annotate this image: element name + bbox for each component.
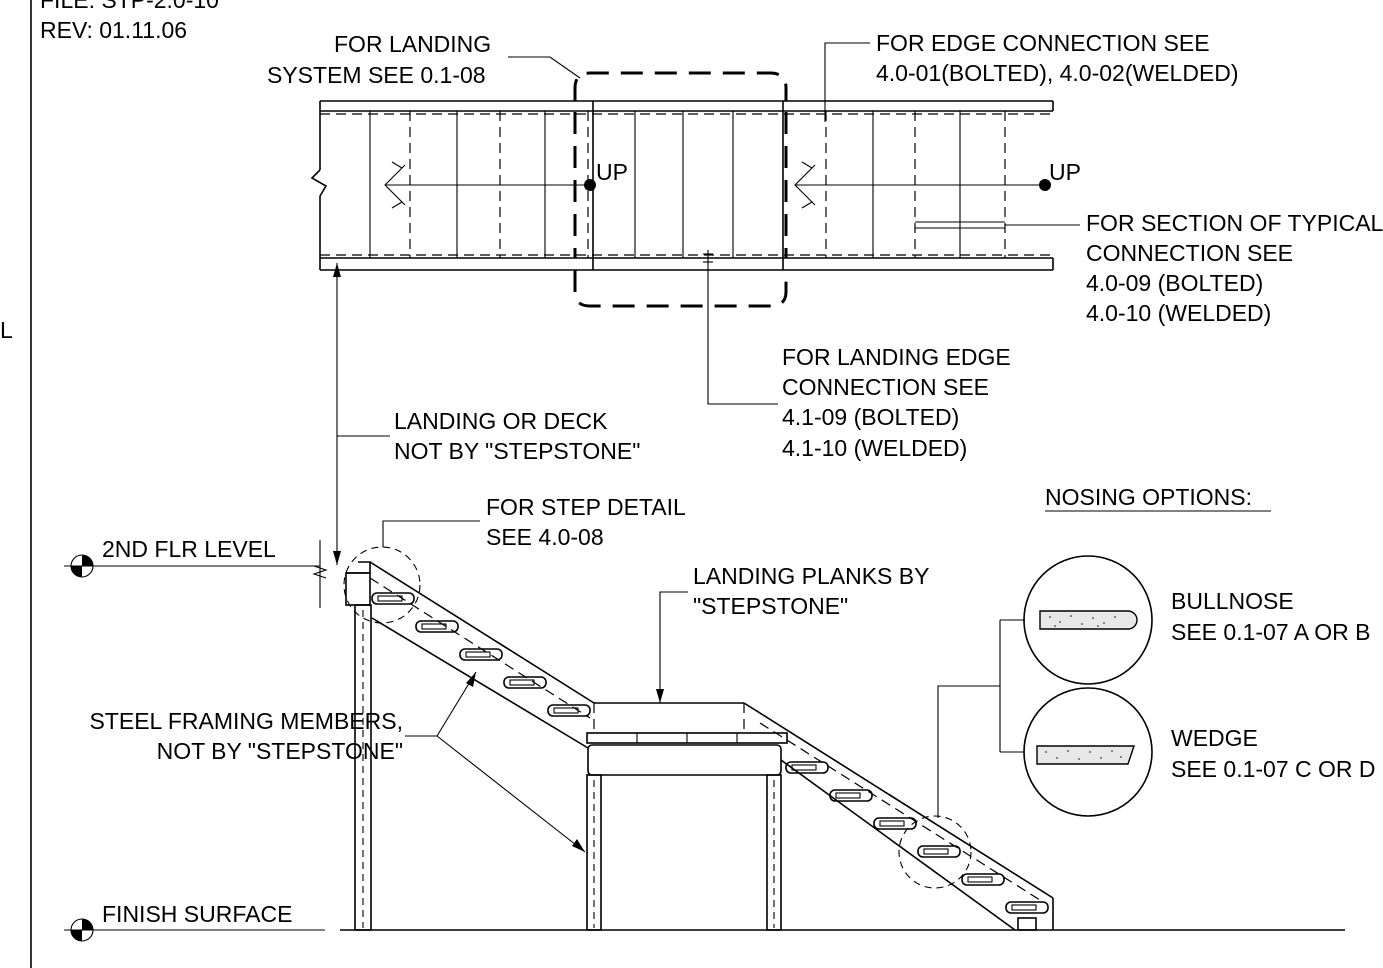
landing-edge-note-4: 4.1-10 (WELDED) xyxy=(782,435,967,461)
wedge-ref: SEE 0.1-07 C OR D xyxy=(1171,756,1376,782)
bullnose-ref: SEE 0.1-07 A OR B xyxy=(1171,619,1370,645)
landing-planks-note-1: LANDING PLANKS BY xyxy=(693,563,929,589)
margin-letter: L xyxy=(0,317,13,343)
bullnose-label: BULLNOSE xyxy=(1171,588,1294,614)
landing-edge-note-2: CONNECTION SEE xyxy=(782,374,989,400)
edge-connection-note-1: FOR EDGE CONNECTION SEE xyxy=(876,30,1210,56)
nosing-options: NOSING OPTIONS: BULLNOSE SEE 0.1-07 A OR… xyxy=(1023,484,1376,817)
step-detail-note-1: FOR STEP DETAIL xyxy=(486,494,686,520)
plan-view: UP UP xyxy=(310,42,1081,405)
bullnose-profile xyxy=(1039,610,1138,630)
landing-system-note-1: FOR LANDING xyxy=(334,31,491,57)
bullnose-detail-circle xyxy=(1023,555,1153,685)
typical-connection-note-3: 4.0-09 (BOLTED) xyxy=(1086,270,1263,296)
landing-deck-note-2: NOT BY "STEPSTONE" xyxy=(394,438,640,464)
landing-planks-note-2: "STEPSTONE" xyxy=(693,593,848,619)
wedge-detail-circle xyxy=(1023,687,1153,817)
landing-deck-note-1: LANDING OR DECK xyxy=(394,408,608,434)
landing-system-note-2: SYSTEM SEE 0.1-08 xyxy=(267,62,486,88)
steel-framing-note-1: STEEL FRAMING MEMBERS, xyxy=(89,708,403,734)
rev-label: REV: 01.11.06 xyxy=(40,17,187,43)
steel-framing-note-2: NOT BY "STEPSTONE" xyxy=(157,738,403,764)
landing-edge-note-1: FOR LANDING EDGE xyxy=(782,344,1011,370)
edge-connection-note-2: 4.0-01(BOLTED), 4.0-02(WELDED) xyxy=(876,60,1239,86)
file-label: FILE: STP-2.0-10 xyxy=(40,0,219,13)
second-floor-level-label: 2ND FLR LEVEL xyxy=(102,536,276,562)
up-label-left: UP xyxy=(596,159,628,185)
typical-connection-note-1: FOR SECTION OF TYPICAL xyxy=(1086,210,1383,236)
step-detail-note-2: SEE 4.0-08 xyxy=(486,524,604,550)
nosing-options-title: NOSING OPTIONS: xyxy=(1045,484,1252,510)
typical-connection-note-2: CONNECTION SEE xyxy=(1086,240,1293,266)
typical-connection-note-4: 4.0-10 (WELDED) xyxy=(1086,300,1271,326)
wedge-label: WEDGE xyxy=(1171,725,1258,751)
elevation-view xyxy=(64,263,1345,942)
wedge-profile xyxy=(1036,745,1135,765)
landing-edge-note-3: 4.1-09 (BOLTED) xyxy=(782,404,959,430)
up-label-right: UP xyxy=(1049,159,1081,185)
finish-surface-label: FINISH SURFACE xyxy=(102,901,292,927)
